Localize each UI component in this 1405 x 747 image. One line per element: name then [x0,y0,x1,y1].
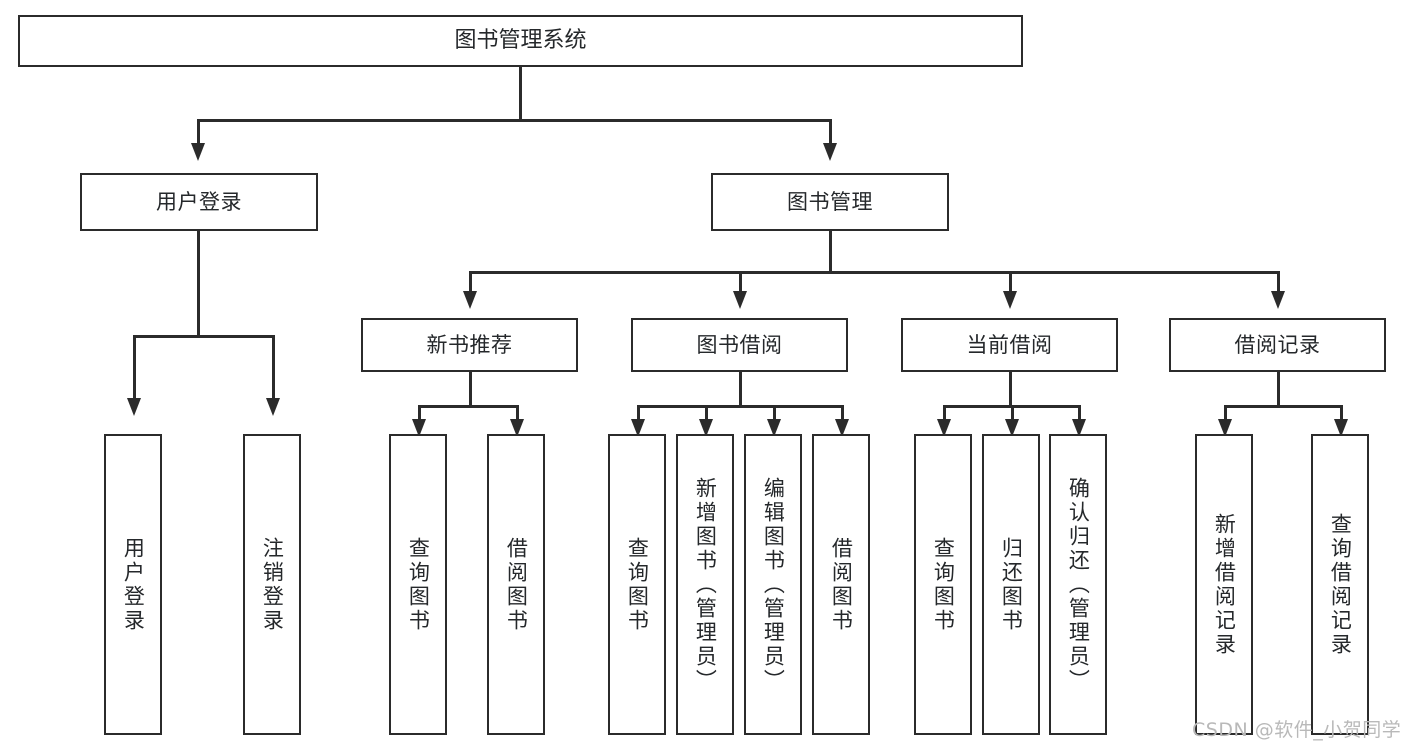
watermark-csdn: CSDN @软件_小贺同学 [1192,719,1402,741]
node-book-management[interactable]: 图书管理 [711,173,949,231]
edge-bookmgmt-to-current [1009,271,1012,292]
node-label: 用户登录 [121,536,146,633]
node-current-borrow[interactable]: 当前借阅 [901,318,1118,372]
edge-bookmgmt-to-newbook [469,271,472,292]
arrow-root-to-login [191,143,205,161]
leaf-newbook-query-book[interactable]: 查询图书 [389,434,447,735]
leaf-record-add-record[interactable]: 新增借阅记录 [1195,434,1253,735]
edge-bookmgmt-to-record [1277,271,1280,292]
arrow-newbook-to-leaf1 [412,419,426,437]
arrow-borrow-to-leaf3 [767,419,781,437]
node-label: 图书管理系统 [454,28,587,54]
edge-login-to-leaf2 [272,335,275,399]
edge-borrow-to-leaf2 [705,405,708,421]
edge-borrow-to-leaf1 [637,405,640,421]
leaf-user-login[interactable]: 用户登录 [104,434,162,735]
node-label: 新增图书（管理员） [693,476,718,693]
arrow-borrow-to-leaf2 [699,419,713,437]
node-user-login[interactable]: 用户登录 [80,173,318,231]
edge-current-stem [1009,372,1012,407]
arrow-current-to-leaf2 [1005,419,1019,437]
edge-root-stem [519,67,522,119]
edge-newbook-bar [418,405,518,408]
node-new-book-recommend[interactable]: 新书推荐 [361,318,578,372]
node-label: 借阅记录 [1234,332,1321,357]
leaf-current-query-book[interactable]: 查询图书 [914,434,972,735]
arrow-bookmgmt-to-borrow [733,291,747,309]
node-label: 图书管理 [787,189,873,214]
node-label: 编辑图书（管理员） [761,476,786,693]
arrow-record-to-leaf1 [1218,419,1232,437]
edge-borrow-to-leaf4 [841,405,844,421]
leaf-borrow-add-book[interactable]: 新增图书（管理员） [676,434,734,735]
arrow-borrow-to-leaf4 [835,419,849,437]
node-label: 用户登录 [156,189,242,214]
arrow-current-to-leaf3 [1072,419,1086,437]
arrow-borrow-to-leaf1 [631,419,645,437]
arrow-login-to-leaf2 [266,398,280,416]
edge-root-to-bookmgmt [829,119,832,144]
node-root-system[interactable]: 图书管理系统 [18,15,1023,67]
edge-current-bar [943,405,1078,408]
node-label: 查询借阅记录 [1328,512,1353,657]
edge-bookmgmt-bar [469,271,1279,274]
node-label: 查询图书 [406,536,431,633]
arrow-record-to-leaf2 [1334,419,1348,437]
edge-bookmgmt-stem [829,231,832,273]
edge-borrow-bar [637,405,843,408]
node-label: 注销登录 [260,536,285,633]
arrow-newbook-to-leaf2 [510,419,524,437]
edge-record-bar [1224,405,1342,408]
edge-root-bar [197,119,831,122]
edge-borrow-to-leaf3 [773,405,776,421]
edge-current-to-leaf3 [1078,405,1081,421]
node-borrow-record[interactable]: 借阅记录 [1169,318,1386,372]
edge-current-to-leaf1 [943,405,946,421]
leaf-current-return-book[interactable]: 归还图书 [982,434,1040,735]
arrow-login-to-leaf1 [127,398,141,416]
node-label: 查询图书 [625,536,650,633]
leaf-borrow-query-book[interactable]: 查询图书 [608,434,666,735]
node-book-borrow[interactable]: 图书借阅 [631,318,848,372]
node-label: 新书推荐 [426,332,513,357]
edge-login-stem [197,231,200,335]
arrow-bookmgmt-to-current [1003,291,1017,309]
edge-current-to-leaf2 [1011,405,1014,421]
leaf-newbook-borrow-book[interactable]: 借阅图书 [487,434,545,735]
leaf-record-query-record[interactable]: 查询借阅记录 [1311,434,1369,735]
arrow-bookmgmt-to-record [1271,291,1285,309]
arrow-bookmgmt-to-newbook [463,291,477,309]
edge-newbook-stem [469,372,472,407]
leaf-logout[interactable]: 注销登录 [243,434,301,735]
arrow-current-to-leaf1 [937,419,951,437]
edge-login-to-leaf1 [133,335,136,399]
node-label: 新增借阅记录 [1212,512,1237,657]
node-label: 当前借阅 [966,332,1053,357]
edge-newbook-to-leaf2 [516,405,519,421]
edge-borrow-stem [739,372,742,407]
node-label: 确认归还（管理员） [1066,476,1091,693]
edge-root-to-login [197,119,200,144]
edge-bookmgmt-to-borrow [739,271,742,292]
node-label: 借阅图书 [504,536,529,633]
node-label: 查询图书 [931,536,956,633]
leaf-borrow-edit-book[interactable]: 编辑图书（管理员） [744,434,802,735]
leaf-current-confirm-return[interactable]: 确认归还（管理员） [1049,434,1107,735]
edge-login-bar [133,335,274,338]
node-label: 图书借阅 [696,332,783,357]
node-label: 借阅图书 [829,536,854,633]
edge-record-stem [1277,372,1280,407]
leaf-borrow-borrow-book[interactable]: 借阅图书 [812,434,870,735]
edge-newbook-to-leaf1 [418,405,421,421]
arrow-root-to-bookmgmt [823,143,837,161]
node-label: 归还图书 [999,536,1024,633]
edge-record-to-leaf1 [1224,405,1227,421]
edge-record-to-leaf2 [1340,405,1343,421]
